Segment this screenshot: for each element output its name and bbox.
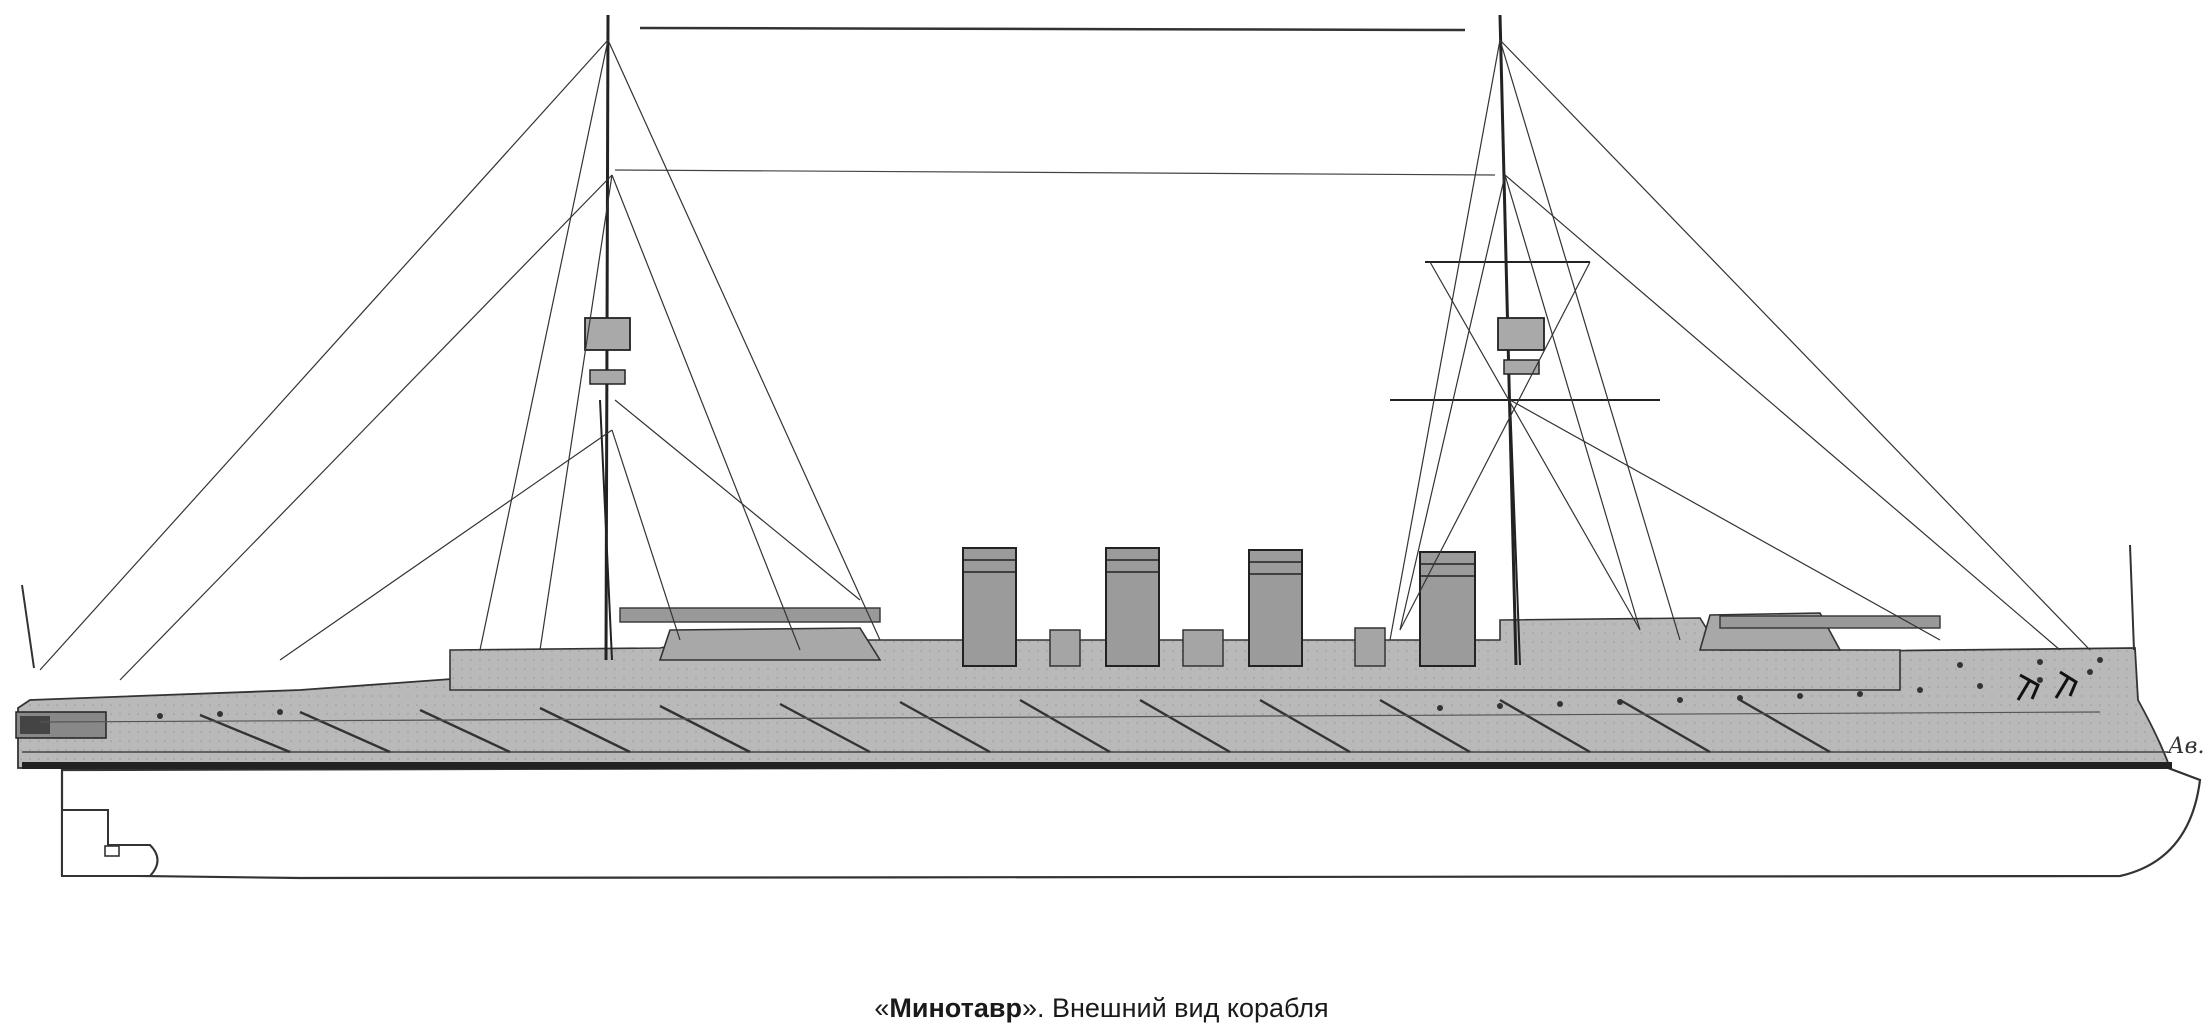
anchor-icon xyxy=(2016,670,2078,701)
funnel-2 xyxy=(1105,547,1160,667)
stern-flagstaff xyxy=(21,584,35,669)
caption-ship-name: Минотавр xyxy=(889,993,1022,1023)
funnel-4 xyxy=(1419,551,1476,667)
figure-caption: «Минотавр». Внешний вид корабля xyxy=(0,993,2203,1024)
fore-mast xyxy=(1390,14,1660,666)
rudder xyxy=(61,809,159,877)
rigging xyxy=(39,39,2091,681)
ventilators xyxy=(1049,627,1386,667)
funnels xyxy=(962,547,1476,667)
artist-signature: Ав. xyxy=(2168,734,2203,759)
waterline-stripe xyxy=(22,762,2172,769)
underwater-hull xyxy=(60,763,2202,880)
forward-gun xyxy=(1719,615,1941,629)
caption-close-quote: » xyxy=(1021,993,1037,1023)
propeller-shaft xyxy=(104,845,120,857)
aft-mast xyxy=(584,14,631,661)
superstructure xyxy=(449,617,1901,691)
caption-description: . Внешний вид корабля xyxy=(1036,993,1329,1023)
wireless-aerial xyxy=(639,26,1466,32)
aft-turret xyxy=(658,627,882,661)
funnel-3 xyxy=(1248,549,1303,667)
bow-stem xyxy=(2129,544,2135,651)
aft-gun xyxy=(619,607,881,623)
net-booms xyxy=(199,698,1831,754)
funnel-1 xyxy=(962,547,1017,667)
caption-open-quote: « xyxy=(874,993,890,1023)
